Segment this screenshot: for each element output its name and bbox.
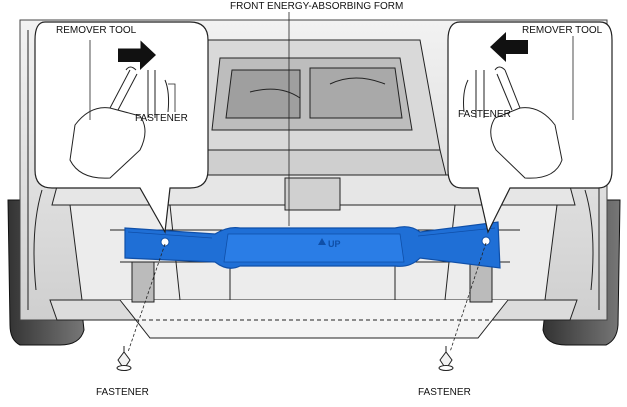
- up-mark: [318, 238, 326, 245]
- front-energy-absorbing-form-label: FRONT ENERGY-ABSORBING FORM: [230, 1, 404, 12]
- remover-tool-left-label: REMOVER TOOL: [56, 25, 137, 36]
- fastener-bottom-right-label: FASTENER: [418, 387, 471, 398]
- up-mark-label: UP: [328, 239, 341, 249]
- remover-tool-right-label: REMOVER TOOL: [522, 25, 603, 36]
- fastener-inset-right-label: FASTENER: [458, 109, 511, 120]
- fastener-clip-right-icon: [438, 346, 454, 371]
- right-arrow-icon: [118, 40, 156, 70]
- fastener-bottom-left-label: FASTENER: [96, 387, 149, 398]
- front-energy-absorbing-form: [124, 221, 501, 269]
- fastener-clip-left-icon: [116, 346, 132, 371]
- right-callout-bubble: [447, 21, 613, 234]
- fastener-inset-left-label: FASTENER: [135, 113, 188, 124]
- leader-lines: [127, 12, 487, 353]
- left-arrow-icon: [490, 32, 528, 62]
- left-callout-bubble: [34, 21, 209, 234]
